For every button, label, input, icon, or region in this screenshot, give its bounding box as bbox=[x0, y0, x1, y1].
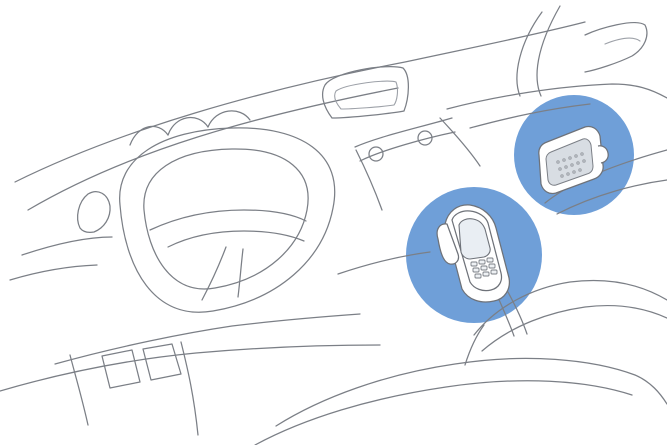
gauge-2 bbox=[167, 117, 209, 136]
phone-key-7 bbox=[474, 273, 482, 279]
phone-cable-right bbox=[507, 291, 528, 335]
grille-dot-8 bbox=[570, 163, 574, 167]
grille-dot-11 bbox=[560, 174, 564, 178]
phone-key-2 bbox=[478, 259, 486, 265]
rearview-mirror bbox=[584, 22, 648, 73]
console-button-right bbox=[142, 343, 182, 381]
grille-dot-12 bbox=[566, 172, 570, 176]
console-knob-left bbox=[368, 146, 384, 162]
dashboard-top-line bbox=[27, 87, 399, 211]
rearview-mirror-inner bbox=[604, 37, 641, 45]
steering-spoke-lower bbox=[167, 230, 305, 248]
passenger-dash-line bbox=[446, 83, 667, 110]
floor-line bbox=[0, 344, 381, 392]
phone-key-4 bbox=[472, 267, 480, 273]
phone-key-9 bbox=[490, 269, 498, 275]
steering-wheel-outer bbox=[119, 127, 336, 313]
driver-seat-inner bbox=[481, 305, 667, 352]
driver-seat-top bbox=[473, 279, 667, 336]
speaker-mount-knob bbox=[597, 145, 609, 164]
seat-left-edge bbox=[464, 324, 485, 366]
grille-dot-7 bbox=[564, 165, 568, 169]
left-dashboard-line bbox=[21, 236, 113, 256]
a-pillar-line-2 bbox=[536, 5, 561, 97]
center-stack-right-edge bbox=[439, 117, 481, 167]
console-lower-line bbox=[359, 131, 456, 162]
steering-column-right bbox=[237, 248, 244, 298]
grille-dot-10 bbox=[582, 159, 586, 163]
phone-cradle-side-clip bbox=[436, 223, 460, 265]
grille-dot-3 bbox=[568, 156, 572, 160]
phone-holder-icon bbox=[436, 204, 511, 303]
gauge-1 bbox=[129, 125, 169, 146]
gauge-3 bbox=[207, 110, 251, 128]
phone-key-8 bbox=[482, 271, 490, 277]
grille-dot-13 bbox=[572, 170, 576, 174]
left-air-vent bbox=[77, 191, 111, 233]
windshield-lower-edge bbox=[14, 21, 586, 183]
a-pillar-line bbox=[516, 11, 543, 97]
instrument-display-inner bbox=[334, 80, 399, 110]
phone-key-6 bbox=[488, 263, 496, 269]
center-console-edge bbox=[180, 341, 199, 436]
left-console-edge bbox=[69, 354, 89, 426]
grille-dot-5 bbox=[580, 152, 584, 156]
center-stack-left-edge bbox=[355, 149, 383, 211]
grille-dot-2 bbox=[562, 158, 566, 162]
speaker-grille bbox=[545, 138, 594, 186]
door-panel-line bbox=[9, 264, 98, 281]
steering-column-left bbox=[201, 246, 227, 301]
grille-dot-6 bbox=[558, 167, 562, 171]
phone-screen bbox=[458, 218, 491, 260]
console-mid-line bbox=[337, 251, 431, 275]
console-upper-line bbox=[354, 117, 453, 148]
glovebox-top-line bbox=[469, 103, 591, 129]
armrest-bottom bbox=[254, 380, 633, 445]
grille-dot-14 bbox=[578, 168, 582, 172]
phone-key-1 bbox=[470, 261, 478, 267]
instrument-display bbox=[322, 65, 409, 119]
console-knob-right bbox=[417, 130, 433, 146]
grille-dot-9 bbox=[576, 161, 580, 165]
lower-dashboard-line bbox=[54, 313, 361, 365]
armrest-top bbox=[275, 357, 667, 427]
phone-key-3 bbox=[486, 257, 494, 263]
steering-spoke-horizontal bbox=[149, 209, 307, 231]
steering-wheel-inner bbox=[143, 148, 309, 290]
console-button-left bbox=[101, 349, 141, 389]
passenger-seat-edge-2 bbox=[556, 179, 667, 215]
speaker-icon bbox=[538, 125, 609, 195]
grille-dot-1 bbox=[556, 160, 560, 164]
grille-dot-4 bbox=[574, 154, 578, 158]
phone-key-5 bbox=[480, 265, 488, 271]
